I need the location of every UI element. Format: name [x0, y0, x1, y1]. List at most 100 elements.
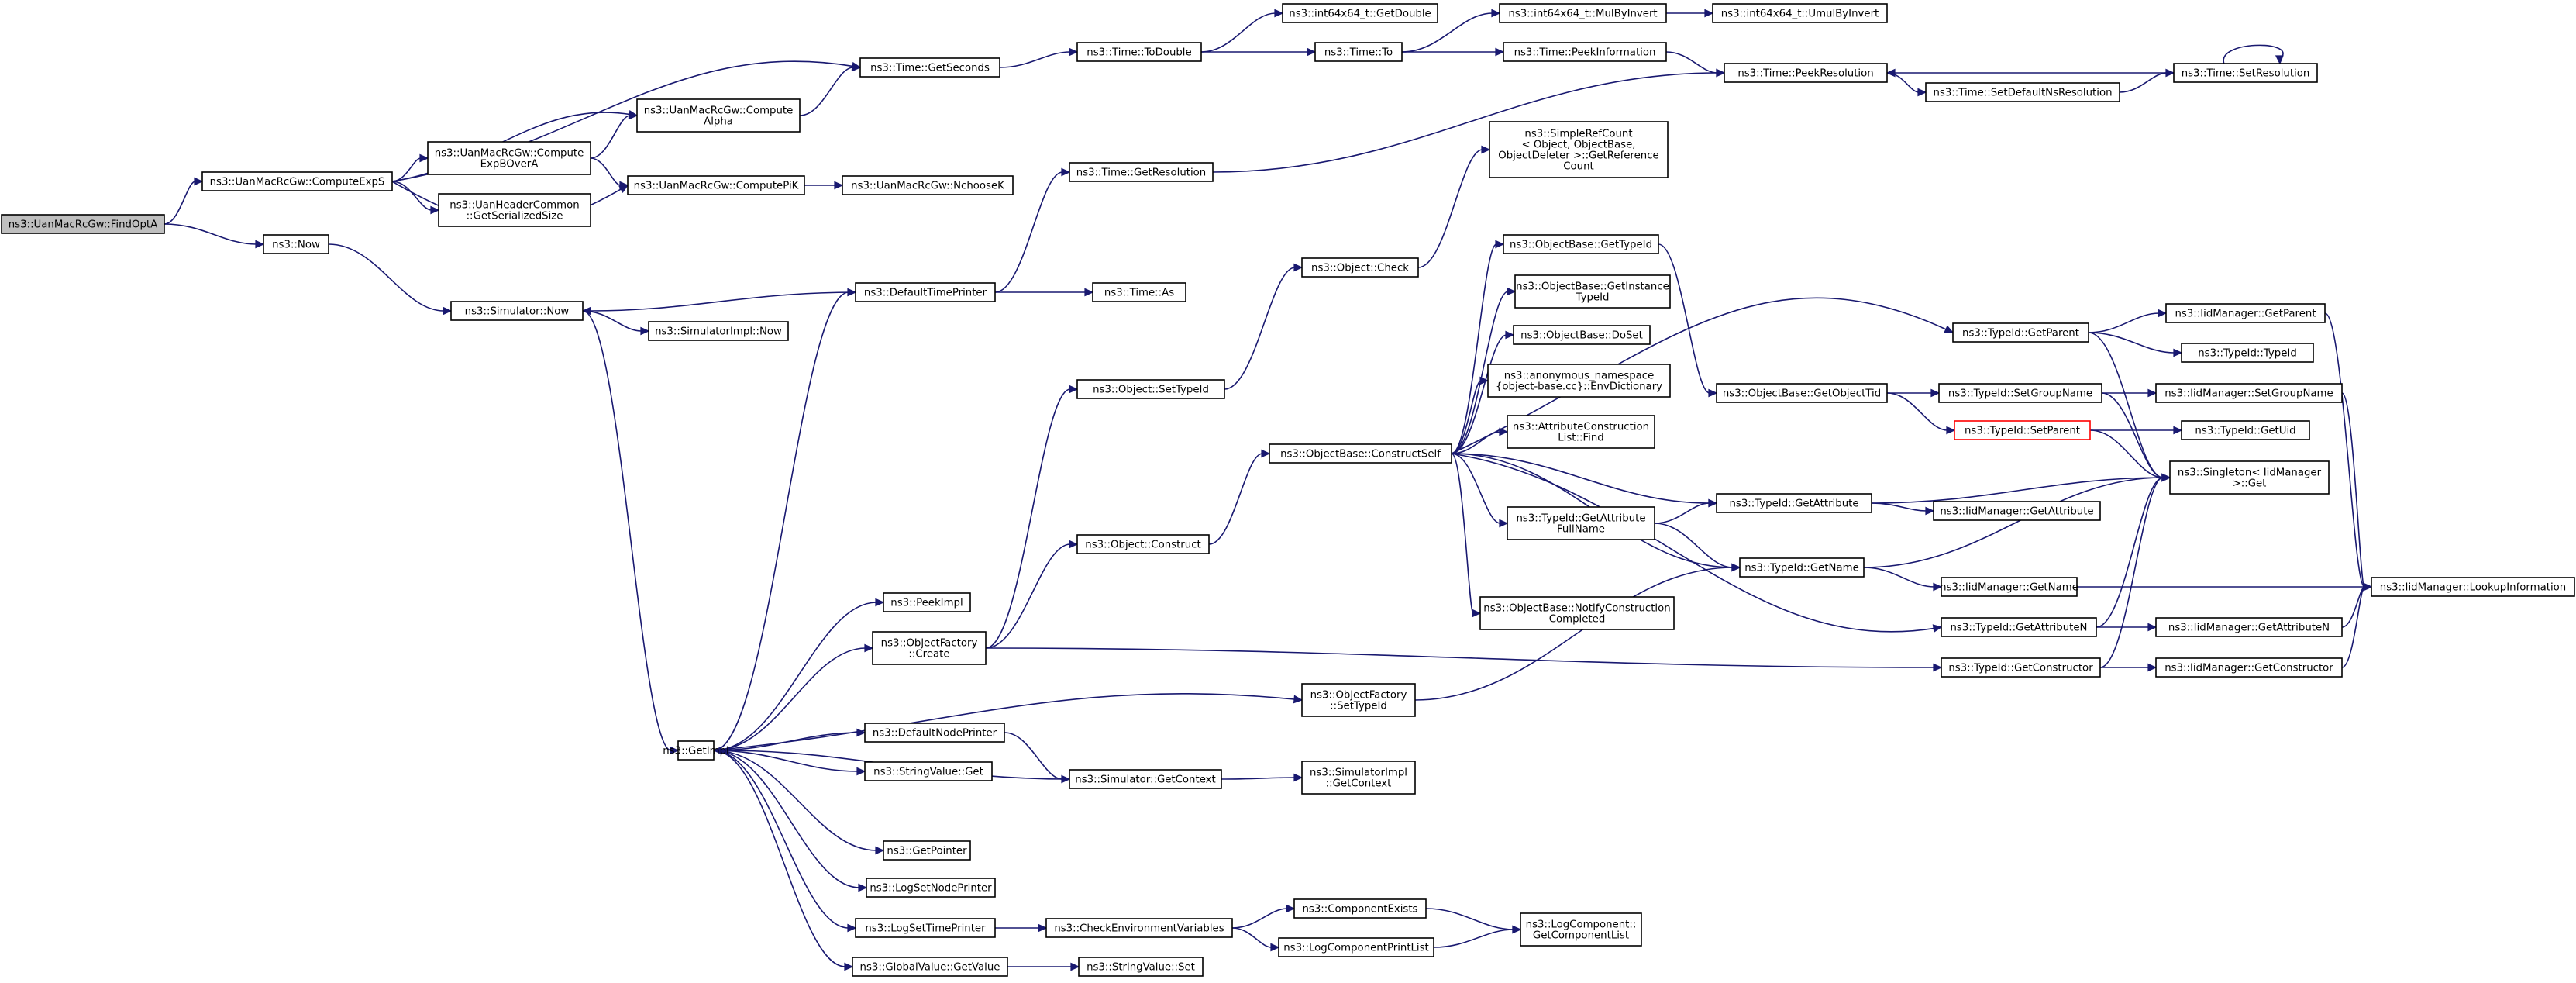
node-box[interactable]	[1069, 769, 1222, 789]
node-box[interactable]	[2181, 343, 2314, 363]
node-getpointer[interactable]: ns3::GetPointer	[883, 840, 971, 861]
node-box[interactable]	[2155, 383, 2343, 403]
node-mulbyinvert[interactable]: ns3::int64x64_t::MulByInvert	[1499, 3, 1667, 23]
node-box[interactable]	[883, 592, 971, 612]
node-box[interactable]	[1716, 383, 1888, 403]
node-box[interactable]	[1514, 274, 1671, 309]
node-defaultnodeprinter[interactable]: ns3::DefaultNodePrinter	[864, 723, 1005, 743]
node-iidlookup[interactable]: ns3::IidManager::LookupInformation	[2371, 577, 2575, 597]
node-box[interactable]	[1933, 501, 2101, 521]
node-box[interactable]	[1487, 364, 1671, 398]
node-objfactcreate[interactable]: ns3::ObjectFactory::Create	[872, 631, 987, 665]
node-now[interactable]: ns3::Now	[263, 234, 329, 254]
node-nchoosek[interactable]: ns3::UanMacRcGw::NchooseK	[842, 175, 1014, 195]
node-box[interactable]	[648, 321, 789, 341]
node-computeexps[interactable]: ns3::UanMacRcGw::ComputeExpS	[201, 171, 393, 191]
node-constructself[interactable]: ns3::ObjectBase::ConstructSelf	[1269, 443, 1452, 464]
node-timeas[interactable]: ns3::Time::As	[1092, 282, 1186, 302]
node-box[interactable]	[1520, 912, 1642, 947]
node-tidgetuid[interactable]: ns3::TypeId::GetUid	[2181, 420, 2310, 440]
node-box[interactable]	[677, 740, 715, 761]
node-peekres[interactable]: ns3::Time::PeekResolution	[1724, 63, 1888, 83]
node-box[interactable]	[1941, 657, 2101, 678]
node-box[interactable]	[872, 631, 987, 665]
node-obdoset[interactable]: ns3::ObjectBase::DoSet	[1513, 325, 1651, 345]
node-box[interactable]	[2181, 420, 2310, 440]
node-box[interactable]	[1724, 63, 1888, 83]
node-box[interactable]	[627, 175, 805, 195]
node-box[interactable]	[1716, 493, 1872, 513]
node-box[interactable]	[1069, 162, 1214, 182]
node-tidgetname[interactable]: ns3::TypeId::GetName	[1739, 557, 1865, 578]
node-simimplnow[interactable]: ns3::SimulatorImpl::Now	[648, 321, 789, 341]
node-envdictionary[interactable]: ns3::anonymous_namespace{object-base.cc}…	[1487, 364, 1671, 398]
node-box[interactable]	[842, 175, 1014, 195]
node-box[interactable]	[1479, 596, 1675, 630]
node-box[interactable]	[2165, 303, 2326, 323]
node-box[interactable]	[1, 214, 165, 234]
node-box[interactable]	[1078, 957, 1204, 977]
node-box[interactable]	[1503, 42, 1667, 62]
node-simplerefcount[interactable]: ns3::SimpleRefCount< Object, ObjectBase,…	[1489, 121, 1669, 178]
node-obgetobjecttid[interactable]: ns3::ObjectBase::GetObjectTid	[1716, 383, 1888, 403]
node-defaulttimeprinter[interactable]: ns3::DefaultTimePrinter	[855, 282, 996, 302]
node-simimplgetcontext[interactable]: ns3::SimulatorImpl::GetContext	[1301, 761, 1416, 795]
node-logsettimeprinter[interactable]: ns3::LogSetTimePrinter	[855, 918, 996, 938]
node-box[interactable]	[1513, 325, 1651, 345]
node-box[interactable]	[852, 957, 1008, 977]
node-objsettypeid[interactable]: ns3::Object::SetTypeId	[1076, 379, 1225, 399]
node-box[interactable]	[636, 98, 801, 133]
node-box[interactable]	[855, 918, 996, 938]
node-checkenv[interactable]: ns3::CheckEnvironmentVariables	[1045, 918, 1233, 938]
node-box[interactable]	[1499, 3, 1667, 23]
node-objfactsettypeid[interactable]: ns3::ObjectFactory::SetTypeId	[1301, 683, 1416, 717]
node-getseconds[interactable]: ns3::Time::GetSeconds	[859, 57, 1000, 78]
node-box[interactable]	[1314, 42, 1403, 62]
node-obnotify[interactable]: ns3::ObjectBase::NotifyConstructionCompl…	[1479, 596, 1675, 630]
node-box[interactable]	[1507, 415, 1655, 449]
node-box[interactable]	[1282, 3, 1438, 23]
node-componentexists[interactable]: ns3::ComponentExists	[1293, 898, 1427, 919]
node-box[interactable]	[1076, 534, 1210, 554]
node-tidgetattributen[interactable]: ns3::TypeId::GetAttributeN	[1941, 617, 2097, 637]
node-tidgetparent[interactable]: ns3::TypeId::GetParent	[1952, 322, 2089, 343]
node-objconstruct[interactable]: ns3::Object::Construct	[1076, 534, 1210, 554]
node-tidtypeid[interactable]: ns3::TypeId::TypeId	[2181, 343, 2314, 363]
node-box[interactable]	[1503, 234, 1659, 254]
node-uanheadercommon[interactable]: ns3::UanHeaderCommon::GetSerializedSize	[438, 193, 591, 227]
node-box[interactable]	[2371, 577, 2575, 597]
node-globalvaluegetvalue[interactable]: ns3::GlobalValue::GetValue	[852, 957, 1008, 977]
node-box[interactable]	[1952, 322, 2089, 343]
node-box[interactable]	[1076, 42, 1202, 62]
node-objcheck[interactable]: ns3::Object::Check	[1301, 257, 1419, 278]
node-logsetnodeprinter[interactable]: ns3::LogSetNodePrinter	[866, 878, 996, 898]
node-iidgetconstructor[interactable]: ns3::IidManager::GetConstructor	[2155, 657, 2343, 678]
node-box[interactable]	[864, 761, 993, 781]
node-tidsetparent[interactable]: ns3::TypeId::SetParent	[1954, 420, 2091, 440]
node-stringvalueget[interactable]: ns3::StringValue::Get	[864, 761, 993, 781]
node-box[interactable]	[1739, 557, 1865, 578]
node-box[interactable]	[438, 193, 591, 227]
node-box[interactable]	[1941, 617, 2097, 637]
node-box[interactable]	[855, 282, 996, 302]
node-box[interactable]	[1941, 577, 2078, 597]
node-box[interactable]	[883, 840, 971, 861]
node-box[interactable]	[1293, 898, 1427, 919]
node-stringvalueset[interactable]: ns3::StringValue::Set	[1078, 957, 1204, 977]
node-singletonget[interactable]: ns3::Singleton< IidManager>::Get	[2169, 460, 2330, 495]
node-box[interactable]	[1092, 282, 1186, 302]
node-getimpl[interactable]: ns3::GetImpl	[663, 740, 729, 761]
node-box[interactable]	[1507, 506, 1655, 540]
node-box[interactable]	[1076, 379, 1225, 399]
node-iidgetparent[interactable]: ns3::IidManager::GetParent	[2165, 303, 2326, 323]
node-box[interactable]	[864, 723, 1005, 743]
node-simgetcontext[interactable]: ns3::Simulator::GetContext	[1069, 769, 1222, 789]
node-box[interactable]	[450, 301, 584, 321]
node-box[interactable]	[1301, 683, 1416, 717]
node-timeto[interactable]: ns3::Time::To	[1314, 42, 1403, 62]
node-box[interactable]	[866, 878, 996, 898]
node-iidgetattribute[interactable]: ns3::IidManager::GetAttribute	[1933, 501, 2101, 521]
